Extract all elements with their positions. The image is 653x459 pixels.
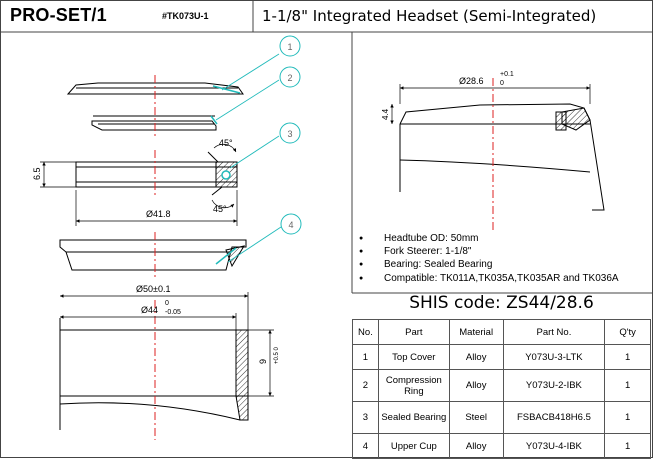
col-part-no: Part No.: [502, 319, 606, 345]
model-code: #TK073U-1: [162, 11, 209, 21]
dim-bore-dia: Ø50±0.1: [136, 284, 170, 294]
part-1-top-cover: [66, 82, 244, 95]
model-name: PRO-SET/1: [10, 5, 107, 25]
installed-view: [399, 103, 605, 211]
spec-headtube: Headtube OD: 50mm: [356, 232, 619, 245]
table-row: 1 Top Cover Alloy Y073U-3-LTK 1: [352, 344, 651, 370]
table-row: 2 Compression Ring Alloy Y073U-2-IBK 1: [352, 369, 651, 402]
dim-cup-tol-lower: 0: [500, 80, 504, 87]
part-2-compression-ring: [91, 115, 218, 131]
spec-compatible: Compatible: TK011A,TK035A,TK035AR and TK…: [356, 272, 619, 285]
dim-height-65: 6.5: [32, 167, 42, 180]
dim-angle-top: 45°: [219, 138, 233, 148]
spec-list: Headtube OD: 50mm Fork Steerer: 1-1/8" B…: [356, 232, 619, 285]
parts-table: No. Part Material Part No. Q'ty 1 Top Co…: [352, 319, 651, 459]
col-qty: Q'ty: [604, 319, 651, 345]
spec-bearing: Bearing: Sealed Bearing: [356, 258, 619, 271]
col-material: Material: [448, 319, 504, 345]
header-grid: [0, 0, 653, 294]
table-row: 4 Upper Cup Alloy Y073U-4-IBK 1: [352, 433, 651, 459]
callout-3: [279, 122, 301, 144]
dim-cup-tol-upper: +0.1: [500, 71, 514, 78]
callout-2: [279, 66, 301, 88]
callout-3-label: 3: [287, 129, 292, 139]
callout-4: [280, 213, 302, 235]
table-row: 3 Sealed Bearing Steel FSBACB418H6.5 1: [352, 401, 651, 434]
part-3-sealed-bearing: [75, 151, 238, 196]
headtube-section: [59, 318, 249, 430]
dim-cup-od: Ø28.6: [459, 76, 484, 86]
callout-2-label: 2: [287, 73, 292, 83]
page-title: 1-1/8" Integrated Headset (Semi-Integrat…: [262, 7, 597, 25]
dim-seat-tol-upper: 0: [165, 300, 169, 307]
callout-4-label: 4: [288, 220, 293, 230]
dim-bearing-dia: Ø41.8: [146, 209, 171, 219]
col-no: No.: [352, 319, 379, 345]
col-part: Part: [377, 319, 450, 345]
dim-depth-tol: +0.5 0: [274, 346, 280, 364]
dim-seat-tol-lower: -0.05: [165, 309, 181, 316]
dim-seat-dia: Ø44: [141, 305, 158, 315]
spec-fork-steerer: Fork Steerer: 1-1/8": [356, 245, 619, 258]
dim-cup-height: 4.4: [381, 108, 390, 120]
dim-depth: 9: [258, 359, 268, 364]
dim-angle-bottom: 45°: [213, 204, 227, 214]
shis-code: SHIS code: ZS44/28.6: [409, 293, 594, 313]
dimension-lines: [40, 84, 591, 397]
callout-leaders: [215, 53, 282, 263]
table-header-row: No. Part Material Part No. Q'ty: [352, 319, 651, 345]
center-lines: [154, 75, 494, 440]
part-4-upper-cup: [59, 239, 247, 271]
callout-circles: [279, 35, 302, 235]
callout-1-label: 1: [287, 42, 292, 52]
callout-1: [279, 35, 301, 57]
